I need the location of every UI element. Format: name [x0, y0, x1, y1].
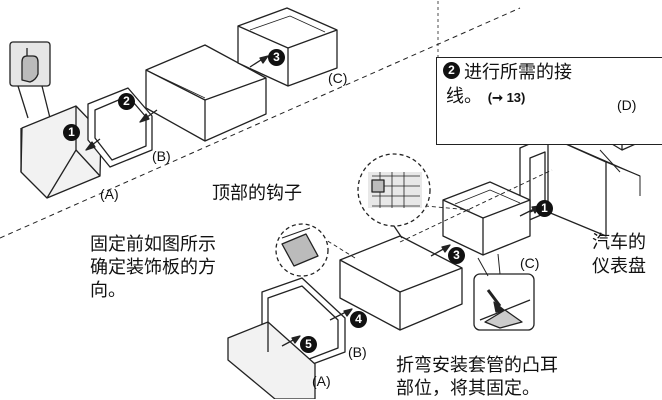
sleeve-c-top	[237, 7, 338, 87]
caption-dash-line1: 汽车的	[592, 232, 646, 253]
part-label-c-top: (C)	[328, 70, 348, 86]
faceplate-detail-circle	[275, 223, 329, 277]
step-2-badge-callout: 2	[443, 62, 460, 79]
caption-top-hook: 顶部的钩子	[212, 183, 302, 204]
arrows-top	[85, 55, 269, 151]
caption-connect-line2-text: 线。	[446, 86, 482, 107]
part-label-b-top: (B)	[152, 148, 171, 164]
step-1-badge-top: 1	[63, 124, 80, 141]
step-5-badge-bottom: 5	[300, 336, 317, 353]
callout-pointer	[599, 149, 621, 173]
caption-fix-line3: 向。	[90, 280, 126, 301]
arrows-bottom	[281, 205, 541, 347]
head-unit-top	[145, 44, 267, 142]
wiring-callout-box	[436, 57, 662, 145]
tab-bend-detail	[473, 253, 535, 331]
caption-fix-line2: 确定装饰板的方	[90, 257, 216, 278]
caption-fix-line1: 固定前如图所示	[90, 234, 216, 255]
step-1-badge-bottom: 1	[536, 200, 553, 217]
step-2-badge-top: 2	[118, 93, 135, 110]
faceplate-a-bottom	[227, 321, 316, 399]
hand-press-icon	[9, 41, 51, 119]
caption-connect-line2: 线。 (➞ 13)	[446, 86, 525, 109]
caption-bend-line1: 折弯安装套管的凸耳	[396, 355, 558, 376]
caption-bend-line2: 部位，将其固定。	[396, 378, 540, 399]
part-label-b-bottom: (B)	[348, 344, 367, 360]
caption-dash-line2: 仪表盘	[592, 256, 646, 277]
step-3-badge-bottom: 3	[448, 247, 465, 264]
dashboard-slot	[519, 135, 641, 237]
part-label-d: (D)	[617, 97, 637, 113]
part-label-c-bottom: (C)	[520, 255, 540, 271]
part-label-a-bottom: (A)	[312, 373, 331, 389]
caption-connect-line1: 进行所需的接	[464, 62, 572, 83]
caption-connect-ref: (➞ 13)	[487, 90, 526, 105]
step-4-badge-bottom: 4	[350, 311, 367, 328]
hook-detail-circle	[357, 153, 431, 239]
sleeve-c-bottom	[442, 181, 531, 256]
section-divider	[0, 7, 521, 239]
step-3-badge-top: 3	[268, 49, 285, 66]
faceplate-a-top	[20, 105, 102, 199]
part-label-a-top: (A)	[100, 186, 119, 202]
